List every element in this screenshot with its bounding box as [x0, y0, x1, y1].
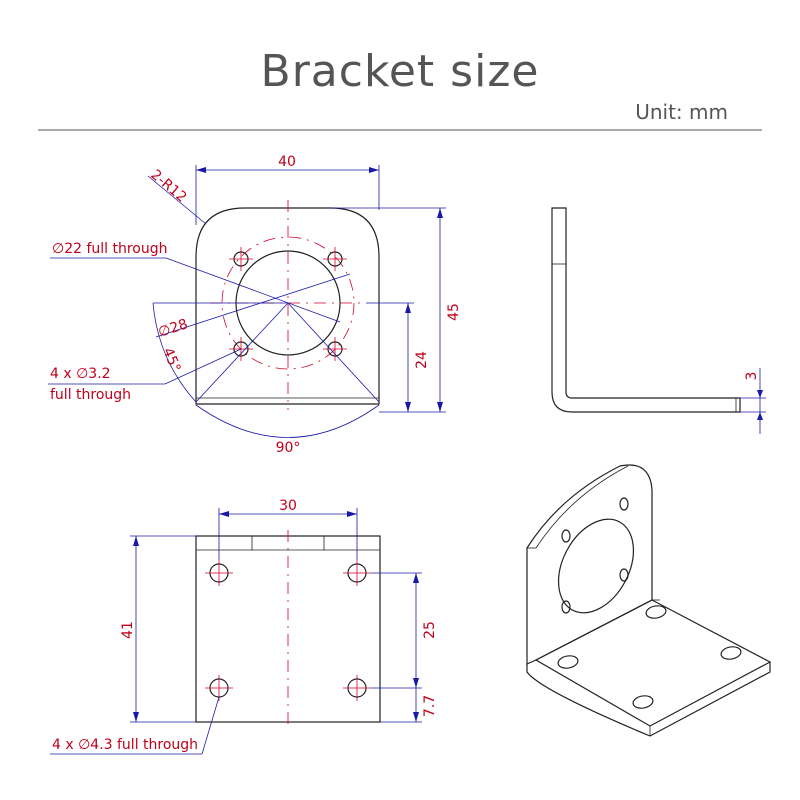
arrowhead: [369, 167, 379, 173]
dim-width-top: 40: [278, 154, 296, 170]
iso-small-hole: [619, 568, 629, 582]
diag-line: [195, 302, 289, 403]
dim-corner-radius: 2-R12: [147, 167, 189, 206]
iso-large-hole: [720, 646, 742, 660]
page-title: Bracket size: [260, 46, 540, 97]
iso-small-hole: [561, 600, 571, 614]
iso-large-hole: [632, 695, 654, 709]
iso-large-hole: [645, 605, 667, 619]
unit-label: Unit: mm: [635, 100, 728, 124]
dim-thickness: 3: [744, 372, 760, 381]
iso-center-hole: [557, 518, 635, 614]
side-view: 3: [551, 207, 766, 434]
iso-base-plate: [534, 599, 772, 727]
radius-leader: [147, 175, 207, 225]
dim-bolt-circle: ∅28: [156, 316, 189, 340]
dim-width-bottom: 30: [279, 498, 297, 514]
dim-small-holes-2: full through: [50, 387, 131, 403]
bolt-circle-leader: [155, 273, 351, 338]
large-holes-leader-diag: [201, 696, 220, 755]
diag-line: [287, 302, 380, 403]
iso-vertical-plate-edge: [535, 465, 629, 549]
iso-large-hole: [557, 655, 579, 669]
arrowhead: [405, 303, 411, 313]
iso-small-hole: [619, 497, 629, 511]
arrowhead: [413, 712, 419, 722]
arrowhead: [757, 390, 763, 398]
arrowhead: [347, 511, 357, 517]
dim-center-hole: ∅22 full through: [52, 241, 168, 257]
bolt-circle: [221, 236, 355, 370]
small-hole-centermarks: [229, 247, 347, 361]
arrowhead: [413, 678, 419, 688]
arrowhead: [219, 511, 229, 517]
center-hole-leader-diag: [165, 257, 341, 323]
dim-edge-offset: 7.7: [422, 695, 438, 717]
isometric-view: [526, 464, 772, 737]
arrowhead: [437, 402, 443, 412]
front-view-outline: [195, 207, 380, 405]
arrowhead: [133, 712, 139, 722]
small-holes-leader-diag: [164, 348, 242, 385]
arrowhead: [413, 573, 419, 583]
dim-height-total: 45: [446, 303, 462, 321]
arrowhead: [437, 208, 443, 218]
large-hole-centermarks: [205, 560, 371, 701]
arrowhead: [196, 167, 206, 173]
dim-height-center: 24: [414, 351, 430, 369]
dim-angle-90: 90°: [276, 440, 301, 456]
dim-small-holes-1: 4 x ∅3.2: [50, 366, 111, 382]
bottom-view: 30 41 25 7.7 4 x ∅4.3 full through: [50, 498, 438, 755]
angle-arc-90: [195, 404, 380, 438]
iso-small-hole: [561, 529, 571, 543]
arrowhead: [133, 536, 139, 546]
arrowhead: [757, 412, 763, 420]
front-view: 40 2-R12 ∅22 full through ∅28 45° 4 x ∅3…: [48, 154, 462, 456]
iso-vertical-plate: [526, 464, 653, 665]
dim-hole-spacing: 25: [422, 621, 438, 639]
dim-angle-45: 45°: [159, 346, 183, 375]
arrowhead: [405, 402, 411, 412]
dim-large-holes: 4 x ∅4.3 full through: [52, 737, 198, 753]
dim-height-bottom: 41: [120, 621, 136, 639]
side-view-outline: [551, 207, 741, 413]
angle-arc-45: [152, 302, 197, 403]
